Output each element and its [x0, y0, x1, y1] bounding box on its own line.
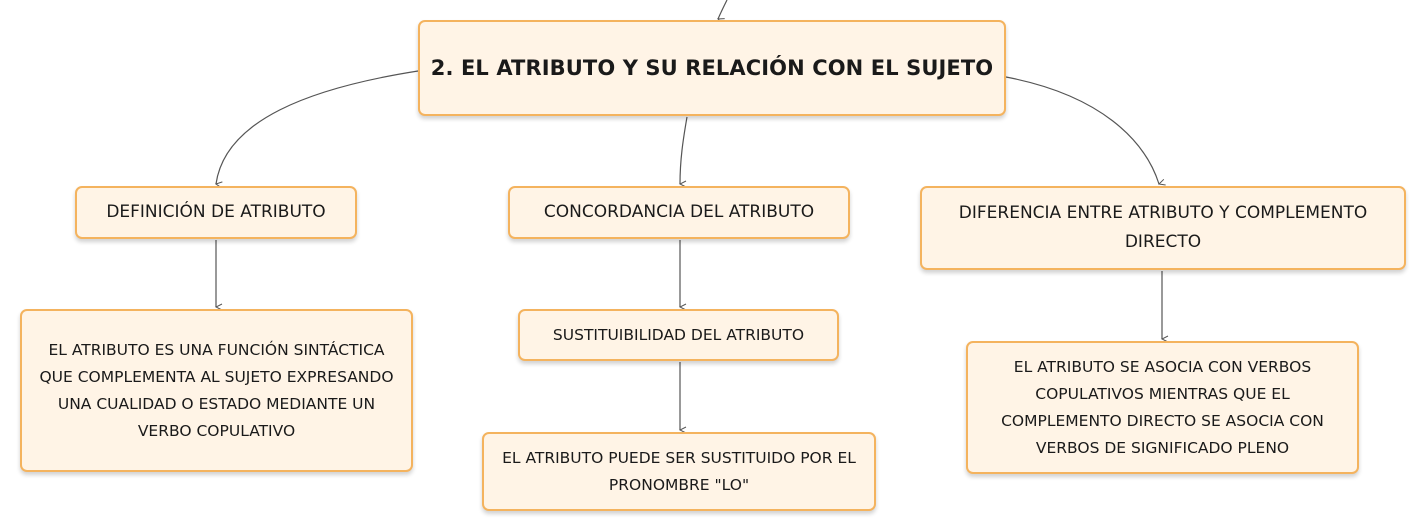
branch-node-diferencia[interactable]: DIFERENCIA ENTRE ATRIBUTO Y COMPLEMENTO …: [920, 186, 1406, 270]
leaf-node-definicion-text-label: EL ATRIBUTO ES UNA FUNCIÓN SINTÁCTICA QU…: [39, 340, 394, 440]
connector-root-to-diferencia: [1005, 76, 1159, 184]
branch-node-concordancia[interactable]: CONCORDANCIA DEL ATRIBUTO: [508, 186, 850, 239]
leaf-node-diferencia-text[interactable]: EL ATRIBUTO SE ASOCIA CON VERBOS COPULAT…: [966, 341, 1359, 474]
branch-node-diferencia-label: DIFERENCIA ENTRE ATRIBUTO Y COMPLEMENTO …: [958, 203, 1368, 252]
root-node-label: 2. EL ATRIBUTO Y SU RELACIÓN CON EL SUJE…: [430, 56, 994, 80]
child-node-sustituibilidad-label: SUSTITUIBILIDAD DEL ATRIBUTO: [552, 325, 805, 344]
leaf-node-sustituibilidad-text[interactable]: EL ATRIBUTO PUEDE SER SUSTITUIDO POR EL …: [482, 432, 876, 511]
leaf-node-sustituibilidad-text-label: EL ATRIBUTO PUEDE SER SUSTITUIDO POR EL …: [502, 448, 856, 494]
root-node[interactable]: 2. EL ATRIBUTO Y SU RELACIÓN CON EL SUJE…: [418, 20, 1006, 116]
leaf-node-definicion-text[interactable]: EL ATRIBUTO ES UNA FUNCIÓN SINTÁCTICA QU…: [20, 309, 413, 472]
leaf-node-diferencia-text-label: EL ATRIBUTO SE ASOCIA CON VERBOS COPULAT…: [1001, 357, 1324, 457]
connector-parent-to-root: [718, 0, 728, 19]
child-node-sustituibilidad[interactable]: SUSTITUIBILIDAD DEL ATRIBUTO: [518, 309, 839, 361]
branch-node-concordancia-label: CONCORDANCIA DEL ATRIBUTO: [543, 202, 815, 222]
branch-node-definicion[interactable]: DEFINICIÓN DE ATRIBUTO: [75, 186, 357, 239]
connector-root-to-definicion: [216, 70, 419, 184]
connector-root-to-concordancia: [680, 116, 688, 184]
branch-node-definicion-label: DEFINICIÓN DE ATRIBUTO: [106, 202, 326, 222]
